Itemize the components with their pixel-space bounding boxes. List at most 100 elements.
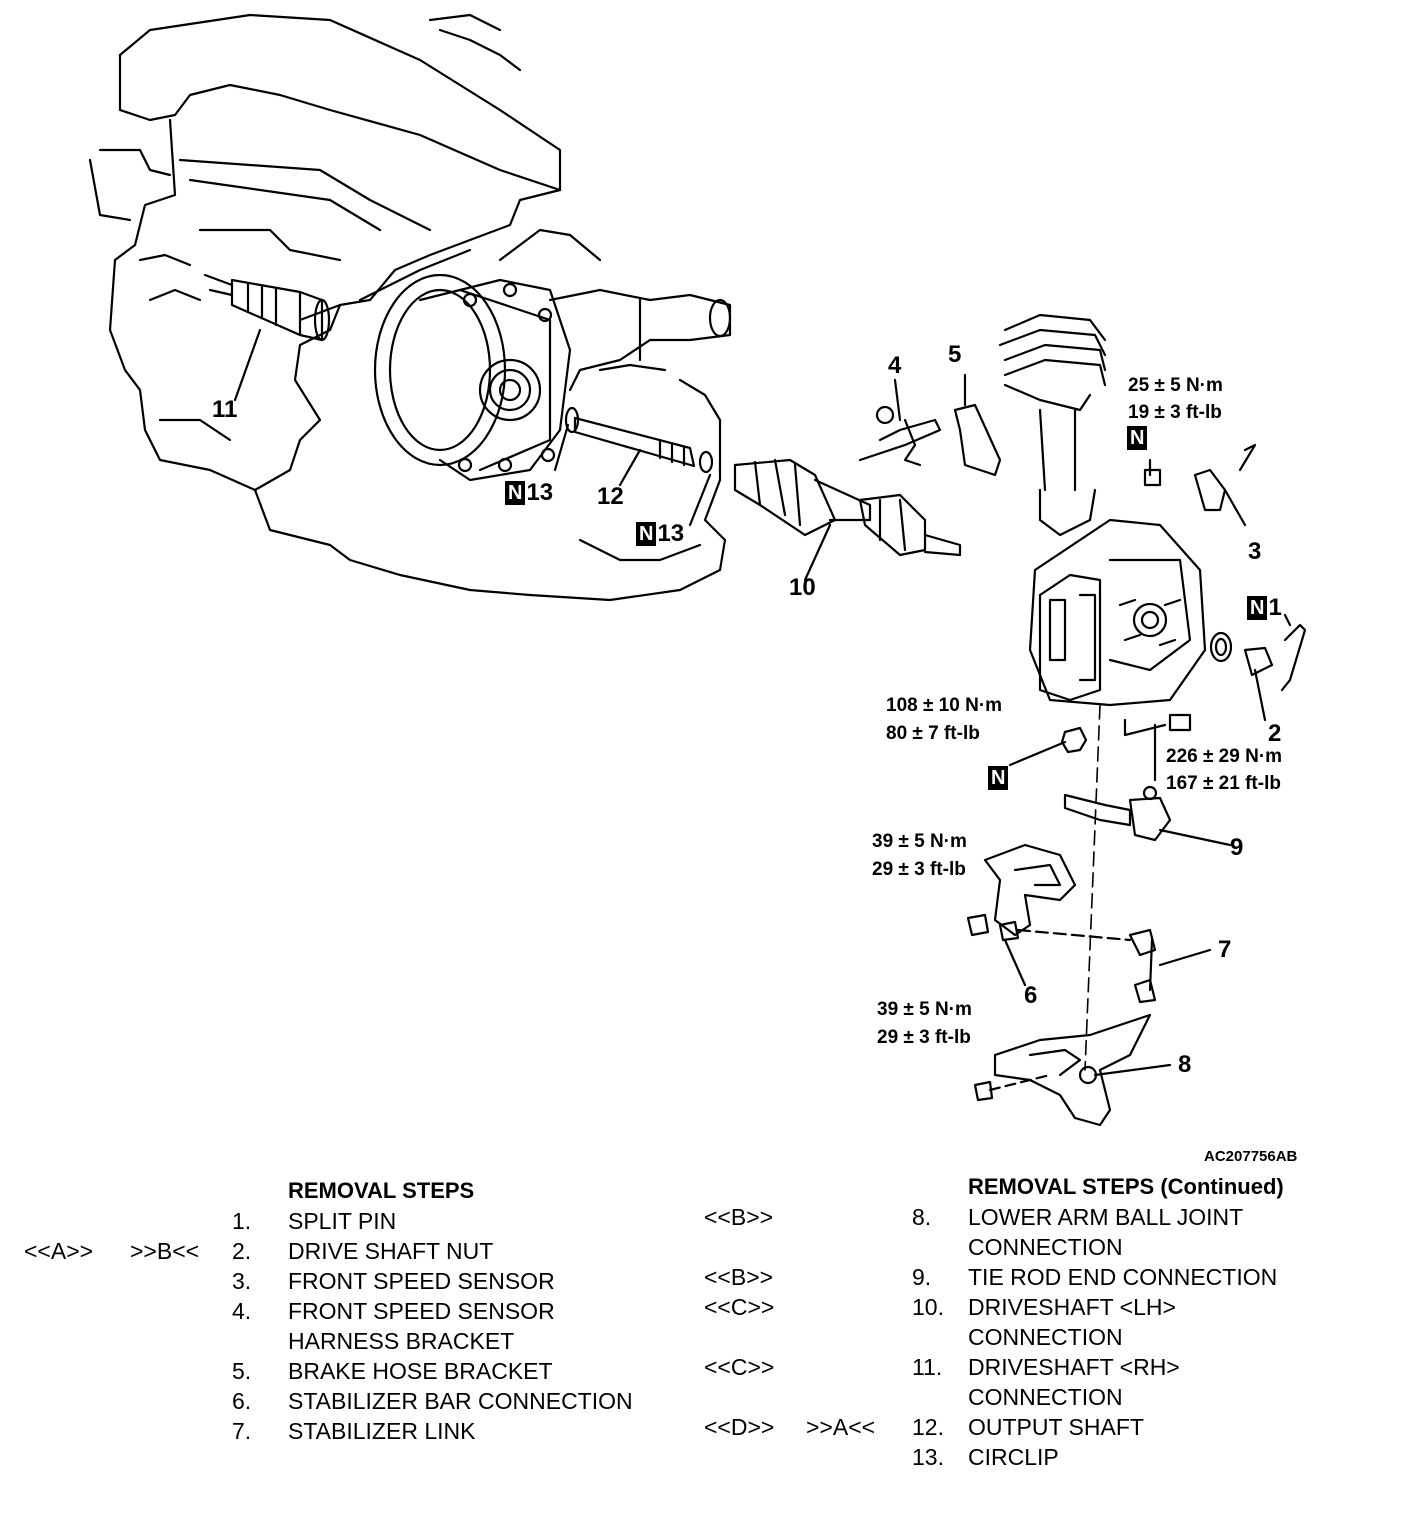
assembly-axis-line	[1084, 704, 1101, 1071]
torque-226-ft: 167 ± 21 ft-lb	[1166, 773, 1281, 794]
step-label: OUTPUT SHAFT	[968, 1414, 1144, 1440]
step-label: TIE ROD END CONNECTION	[968, 1264, 1278, 1290]
step-number: 13.	[912, 1444, 944, 1470]
step-label: BRAKE HOSE BRACKET	[288, 1358, 553, 1384]
step-reference-2: >>A<<	[806, 1414, 876, 1440]
output-shaft-drawing	[553, 406, 714, 527]
callout-10: 10	[789, 574, 816, 601]
removal-step-row: 4. FRONT SPEED SENSOR	[0, 1296, 1408, 1326]
torque-stabilizer-ft: 29 ± 3 ft-lb	[872, 859, 966, 880]
step-label: DRIVESHAFT <LH>	[968, 1294, 1176, 1320]
torque-lower-arm-ft: 29 ± 3 ft-lb	[877, 1027, 971, 1048]
step-label: CONNECTION	[968, 1324, 1123, 1350]
torque-strut-ft: 19 ± 3 ft-lb	[1128, 402, 1222, 423]
n-mark-caliper-nut: N	[988, 766, 1009, 790]
torque-stabilizer-nm: 39 ± 5 N·m	[872, 831, 967, 852]
step-label: SPLIT PIN	[288, 1208, 397, 1234]
n-mark-strut-nut: N	[1127, 426, 1148, 450]
figure-code: AC207756AB	[1204, 1148, 1298, 1165]
driveshaft-lh-drawing	[733, 458, 962, 582]
step-label: CONNECTION	[968, 1384, 1123, 1410]
step-reference-1: <<B>>	[704, 1204, 774, 1230]
removal-step-row: CONNECTION	[0, 1322, 1408, 1352]
torque-strut-nm: 25 ± 5 N·m	[1128, 375, 1223, 396]
removal-step-row: <<D>> >>A<< 12. OUTPUT SHAFT	[0, 1412, 1408, 1442]
step-label: DRIVESHAFT <RH>	[968, 1354, 1180, 1380]
callout-3: 3	[1248, 538, 1262, 565]
step-label: STABILIZER BAR CONNECTION	[288, 1388, 633, 1414]
callout-4: 4	[888, 352, 902, 379]
callout-12: 12	[597, 483, 624, 510]
nut-drawings	[1008, 713, 1192, 782]
removal-step-row: HARNESS BRACKET	[0, 1326, 1408, 1356]
removal-steps-continued-title: REMOVAL STEPS (Continued)	[968, 1174, 1284, 1199]
step-number: 9.	[912, 1264, 932, 1290]
step-number: 11.	[912, 1354, 943, 1380]
removal-step-row: <<C>> 10. DRIVESHAFT <LH>	[0, 1292, 1408, 1322]
step-number: 5.	[232, 1358, 252, 1384]
removal-step-row: 5. BRAKE HOSE BRACKET	[0, 1356, 1408, 1386]
callout-7: 7	[1218, 936, 1232, 963]
transaxle-drawing	[373, 273, 732, 482]
removal-step-row: 1. SPLIT PIN	[0, 1206, 1408, 1236]
removal-step-row: 6. STABILIZER BAR CONNECTION	[0, 1386, 1408, 1416]
step-number: 8.	[912, 1204, 932, 1230]
removal-step-row: CONNECTION	[0, 1382, 1408, 1412]
callout-9: 9	[1230, 834, 1244, 861]
lower-arm-drawing	[973, 1013, 1172, 1127]
removal-step-row: CONNECTION	[0, 1232, 1408, 1262]
callout-2: 2	[1268, 720, 1282, 747]
step-reference-1: <<D>>	[704, 1414, 775, 1440]
step-label: FRONT SPEED SENSOR	[288, 1268, 555, 1294]
step-label: STABILIZER LINK	[288, 1418, 476, 1444]
step-label: CIRCLIP	[968, 1444, 1059, 1470]
stabilizer-drawing	[966, 843, 1212, 1004]
step-reference-1: <<C>>	[704, 1294, 775, 1320]
strut-assembly-drawing	[998, 313, 1207, 707]
step-number: 6.	[232, 1388, 252, 1414]
engine-block-drawing	[88, 13, 727, 602]
removal-steps-title: REMOVAL STEPS	[288, 1178, 475, 1203]
bracket-drawings	[858, 373, 1002, 477]
torque-108-ft: 80 ± 7 ft-lb	[886, 723, 980, 744]
step-number: 7.	[232, 1418, 252, 1444]
step-number: 12.	[912, 1414, 944, 1440]
step-label: FRONT SPEED SENSOR	[288, 1298, 555, 1324]
tie-rod-end-drawing	[1063, 785, 1232, 847]
step-reference-1: <<A>>	[24, 1238, 94, 1264]
step-label: LOWER ARM BALL JOINT	[968, 1204, 1244, 1230]
callout-8: 8	[1178, 1051, 1192, 1078]
step-number: 1.	[232, 1208, 252, 1234]
step-number: 10.	[912, 1294, 944, 1320]
removal-step-row: 3. FRONT SPEED SENSOR	[0, 1266, 1408, 1296]
callout-6: 6	[1024, 982, 1038, 1009]
step-reference-1: <<B>>	[704, 1264, 774, 1290]
step-label: HARNESS BRACKET	[288, 1328, 515, 1354]
exploded-view-diagram	[88, 13, 1307, 1127]
driveshaft-rh-drawing	[203, 273, 331, 402]
n-new-part-mark: N	[1247, 596, 1268, 620]
callout-5: 5	[948, 341, 962, 368]
step-number: 3.	[232, 1268, 252, 1294]
torque-108-nm: 108 ± 10 N·m	[886, 695, 1003, 716]
removal-step-row: <<B>> 9. TIE ROD END CONNECTION	[0, 1262, 1408, 1292]
step-reference-1: <<C>>	[704, 1354, 775, 1380]
removal-step-row: <<B>> 8. LOWER ARM BALL JOINT	[0, 1202, 1408, 1232]
step-number: 4.	[232, 1298, 252, 1324]
removal-step-row: <<C>> 11. DRIVESHAFT <RH>	[0, 1352, 1408, 1382]
hardware-drawings	[1143, 443, 1307, 722]
torque-226-nm: 226 ± 29 N·m	[1166, 746, 1283, 767]
torque-lower-arm-nm: 39 ± 5 N·m	[877, 999, 972, 1020]
step-reference-2: >>B<<	[130, 1238, 200, 1264]
removal-step-row: 7. STABILIZER LINK	[0, 1416, 1408, 1446]
step-label: DRIVE SHAFT NUT	[288, 1238, 494, 1264]
n-new-part-mark: N	[636, 522, 657, 546]
removal-step-row: 13. CIRCLIP	[0, 1442, 1408, 1472]
n-new-part-mark: N	[505, 481, 526, 505]
removal-step-row: <<A>>>>B<<2.DRIVE SHAFT NUT	[0, 1236, 1408, 1266]
callout-11: 11	[212, 396, 238, 423]
step-label: CONNECTION	[968, 1234, 1123, 1260]
